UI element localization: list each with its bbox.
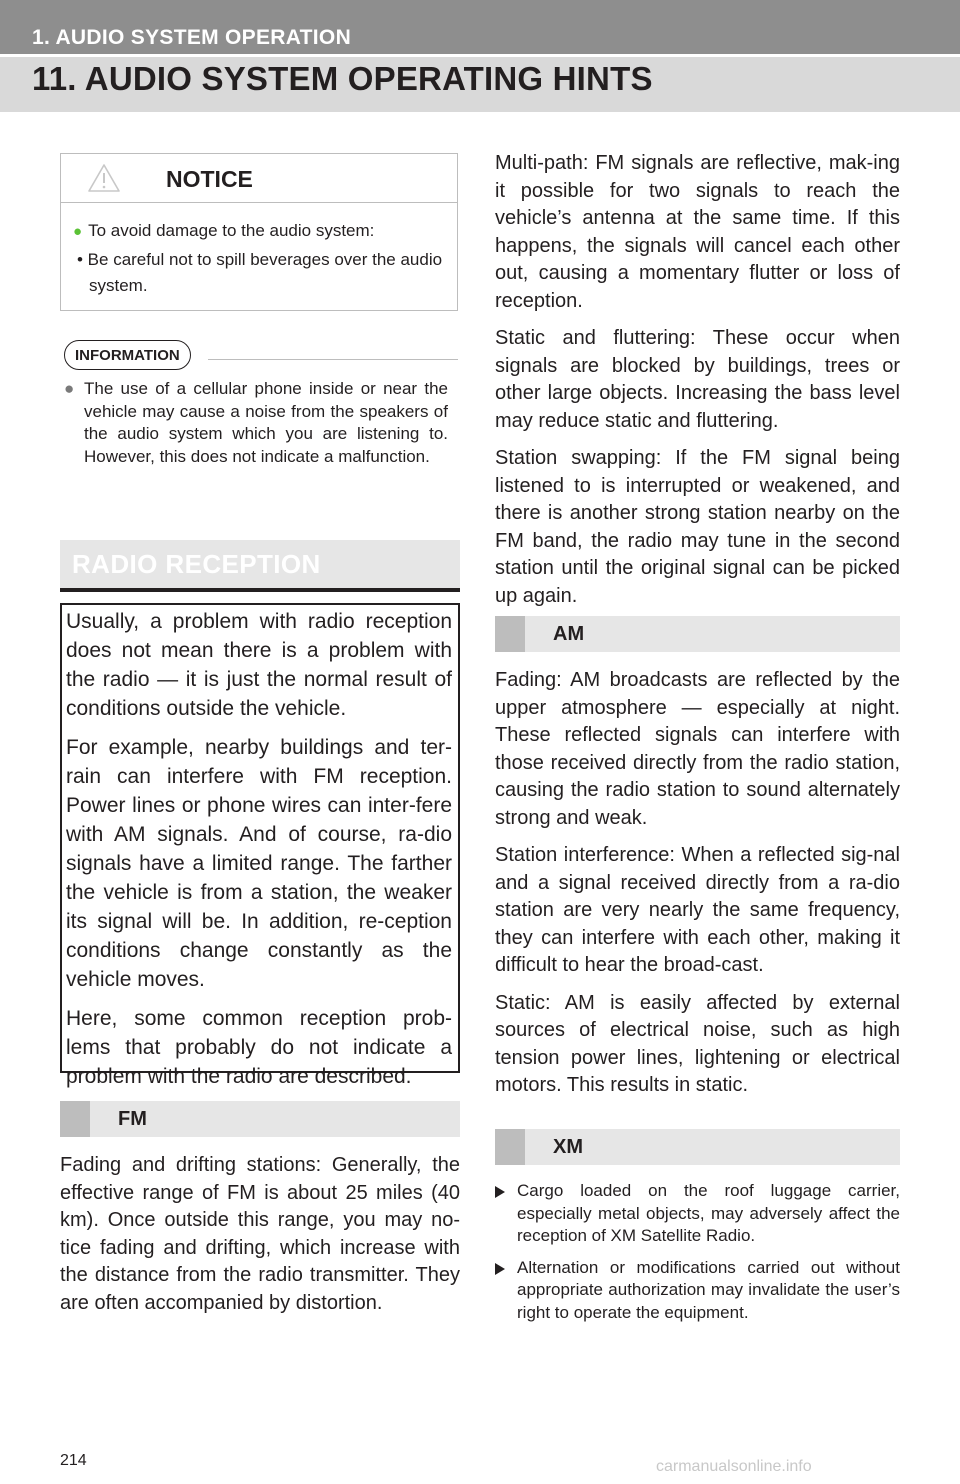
fm-text-left: Fading and drifting stations: Generally,… <box>60 1152 460 1327</box>
header-divider <box>0 54 960 57</box>
triangle-bullet-icon <box>495 1262 505 1275</box>
body-paragraph: Station swapping: If the FM signal being… <box>495 447 900 607</box>
subhead-tab <box>495 1129 525 1165</box>
bullet-dot-icon: ● <box>64 379 75 398</box>
page-title: 11. AUDIO SYSTEM OPERATING HINTS <box>32 60 653 97</box>
body-paragraph: Multi-path: FM signals are reflective, m… <box>495 152 900 312</box>
body-paragraph: Fading: AM broadcasts are reflected by t… <box>495 669 900 829</box>
xm-list: Cargo loaded on the roof luggage carrier… <box>495 1180 900 1333</box>
list-item: Alternation or modifications carried out… <box>495 1257 900 1325</box>
notice-bullet: ● To avoid damage to the audio system: <box>73 218 449 245</box>
subhead-fm: FM <box>60 1101 460 1137</box>
notice-header: NOTICE <box>61 154 457 203</box>
warning-icon <box>88 164 120 192</box>
notice-box: NOTICE ● To avoid damage to the audio sys… <box>60 153 458 311</box>
intro-paragraph: Here, some common reception prob-lems th… <box>66 1007 452 1088</box>
fm-text-right: Multi-path: FM signals are reflective, m… <box>495 150 900 620</box>
subhead-label: FM <box>118 1108 147 1130</box>
information-divider <box>208 359 458 360</box>
subhead-am: AM <box>495 616 900 652</box>
intro-paragraph: For example, nearby buildings and ter-ra… <box>66 736 452 991</box>
list-item: Cargo loaded on the roof luggage carrier… <box>495 1180 900 1248</box>
am-text: Fading: AM broadcasts are reflected by t… <box>495 667 900 1110</box>
notice-sub-item: • Be careful not to spill beverages over… <box>77 250 443 295</box>
page-header: 1. AUDIO SYSTEM OPERATION 11. AUDIO SYST… <box>0 0 960 112</box>
subhead-xm: XM <box>495 1129 900 1165</box>
triangle-bullet-icon <box>495 1186 505 1198</box>
section-title: RADIO RECEPTION <box>72 549 321 579</box>
body-paragraph: Fading and drifting stations: Generally,… <box>60 1154 460 1314</box>
subhead-label: XM <box>553 1136 583 1158</box>
radio-reception-intro: Usually, a problem with radio reception … <box>60 603 460 1088</box>
watermark: carmanualsonline.info <box>656 1458 812 1475</box>
information-body: ● The use of a cellular phone inside or … <box>64 378 448 468</box>
body-paragraph: Static: AM is easily affected by externa… <box>495 991 900 1097</box>
intro-paragraph: Usually, a problem with radio reception … <box>66 610 452 720</box>
body-paragraph: Static and fluttering: These occur when … <box>495 327 900 432</box>
header-band <box>0 0 960 56</box>
subhead-tab <box>60 1101 90 1137</box>
bullet-dot-icon: ● <box>73 223 83 240</box>
list-item-text: Alternation or modifications carried out… <box>517 1257 900 1322</box>
section-header-radio-reception: RADIO RECEPTION <box>60 540 460 592</box>
page-number: 214 <box>60 1452 87 1469</box>
section-label: 1. AUDIO SYSTEM OPERATION <box>32 26 352 49</box>
notice-bullet-text: To avoid damage to the audio system: <box>88 221 375 240</box>
subhead-tab <box>495 616 525 652</box>
list-item-text: Cargo loaded on the roof luggage carrier… <box>517 1181 900 1245</box>
information-label: INFORMATION <box>64 340 191 370</box>
information-text: The use of a cellular phone inside or ne… <box>84 379 448 466</box>
body-paragraph: Station interference: When a reflected s… <box>495 844 900 976</box>
notice-title: NOTICE <box>166 166 253 192</box>
subhead-label: AM <box>553 623 585 645</box>
notice-body: ● To avoid damage to the audio system: • … <box>73 218 449 299</box>
